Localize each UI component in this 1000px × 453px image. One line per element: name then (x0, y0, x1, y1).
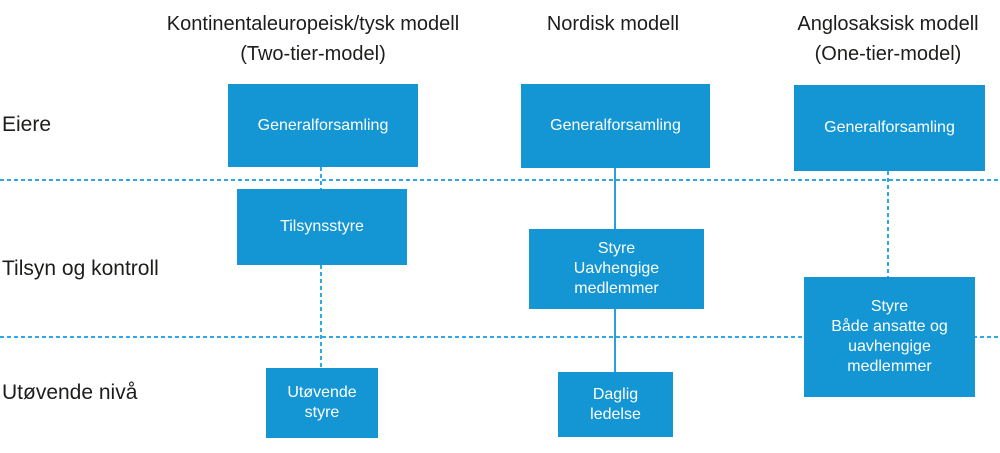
box-utovende-styre: Utøvende styre (266, 368, 378, 438)
connector-dashed-generalforsamling-tilsynsstyre (320, 167, 322, 190)
box-styre-uavhengige-medlemmer: Styre Uavhengige medlemmer (529, 229, 704, 309)
box-generalforsamling-nordisk: Generalforsamling (521, 84, 710, 168)
row-label-tilsyn-og-kontroll: Tilsyn og kontroll (2, 257, 159, 280)
column-header-continental: Kontinentaleuropeisk/tysk modell (Two-ti… (133, 9, 493, 69)
divider-line-eiere-tilsyn (0, 179, 1000, 181)
box-daglig-ledelse: Daglig ledelse (558, 372, 673, 437)
box-label: Daglig ledelse (590, 385, 641, 423)
column-title-line1: Anglosaksisk modell (797, 13, 979, 35)
box-tilsynsstyre: Tilsynsstyre (237, 189, 407, 265)
connector-solid-generalforsamling-styre (614, 168, 616, 230)
divider-line-tilsyn-utovende (0, 336, 1000, 338)
box-label: Generalforsamling (257, 116, 389, 134)
box-label: Generalforsamling (824, 119, 955, 136)
box-label: Tilsynsstyre (280, 218, 364, 235)
column-title-line2: (One-tier-model) (814, 43, 962, 65)
box-label: Generalforsamling (550, 117, 681, 134)
connector-dashed-generalforsamling-styre-anglo (887, 171, 889, 278)
column-header-nordisk: Nordisk modell (513, 9, 713, 39)
column-title-line2: (Two-tier-model) (240, 43, 386, 65)
box-generalforsamling-anglosaksisk: Generalforsamling (794, 85, 985, 171)
box-label: Styre Uavhengige medlemmer (573, 240, 660, 297)
box-label: Utøvende styre (287, 384, 357, 421)
connector-dashed-tilsynsstyre-utovende-styre (320, 265, 322, 369)
row-label-utovende-niva: Utøvende nivå (2, 381, 138, 404)
box-styre-ansatte-og-uavhengige: Styre Både ansatte og uavhengige medlemm… (804, 277, 975, 397)
column-title-line1: Nordisk modell (546, 13, 680, 35)
box-generalforsamling-continental: Generalforsamling (228, 84, 418, 167)
connector-solid-styre-daglig-ledelse (614, 309, 616, 373)
column-title-line1: Kontinentaleuropeisk/tysk modell (166, 13, 460, 35)
row-label-eiere: Eiere (2, 113, 52, 136)
column-header-anglosaksisk: Anglosaksisk modell (One-tier-model) (758, 9, 1000, 69)
box-label: Styre Både ansatte og uavhengige medlemm… (831, 298, 948, 375)
